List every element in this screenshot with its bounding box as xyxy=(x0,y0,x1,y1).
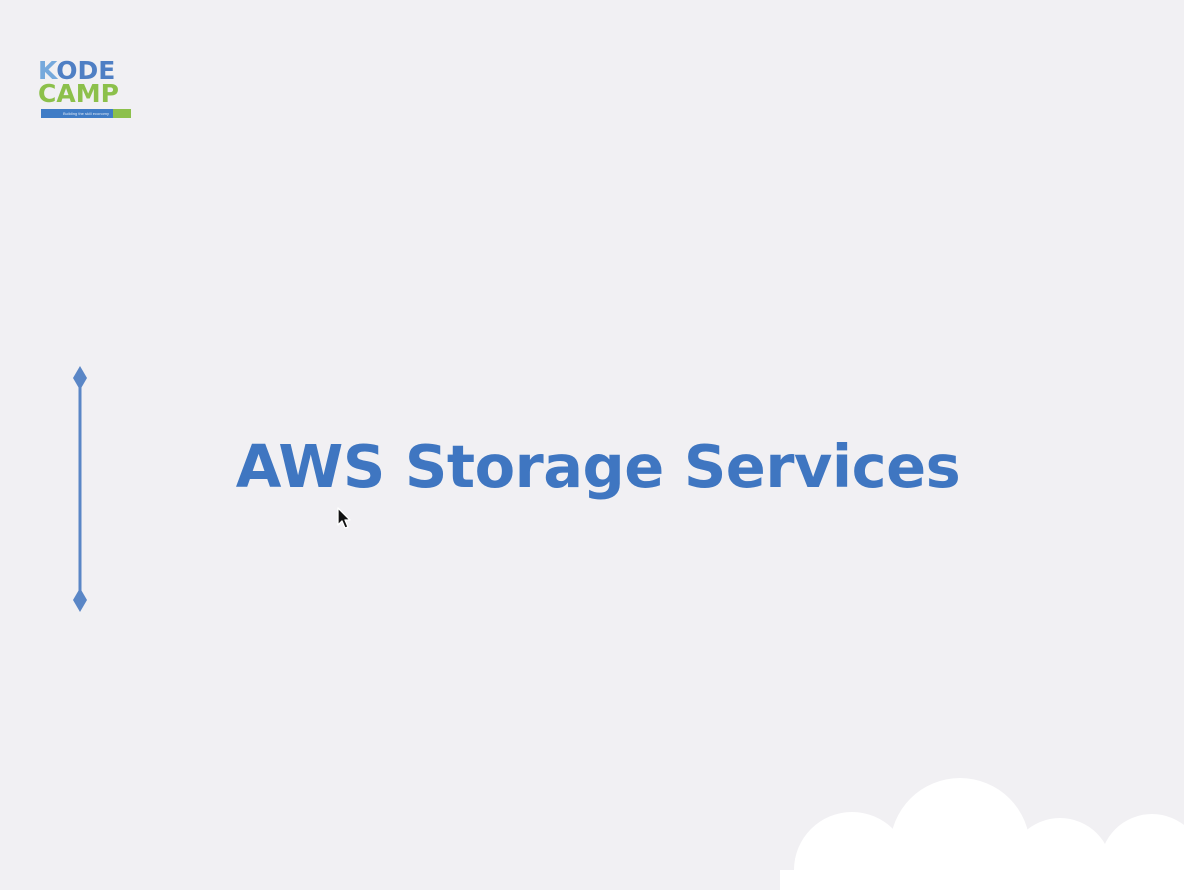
cloud-decoration xyxy=(780,778,1184,890)
logo-initial: K xyxy=(38,56,57,85)
divider-top-diamond-icon xyxy=(73,366,87,390)
slide-title: AWS Storage Services xyxy=(235,432,961,501)
logo-tagline: Building the skill economy xyxy=(41,109,131,118)
logo-tagline-text: Building the skill economy xyxy=(62,111,110,116)
kodecamp-logo: KODE CAMP Building the skill economy xyxy=(38,58,136,122)
mouse-pointer-icon xyxy=(337,507,351,529)
logo-line-2: CAMP xyxy=(38,79,119,108)
logo-line-1-rest: ODE xyxy=(56,56,116,85)
vertical-divider xyxy=(73,366,87,612)
logo-line-1: KODE xyxy=(38,58,115,83)
divider-bottom-diamond-icon xyxy=(73,588,87,612)
logo-tagline-accent xyxy=(113,109,131,118)
